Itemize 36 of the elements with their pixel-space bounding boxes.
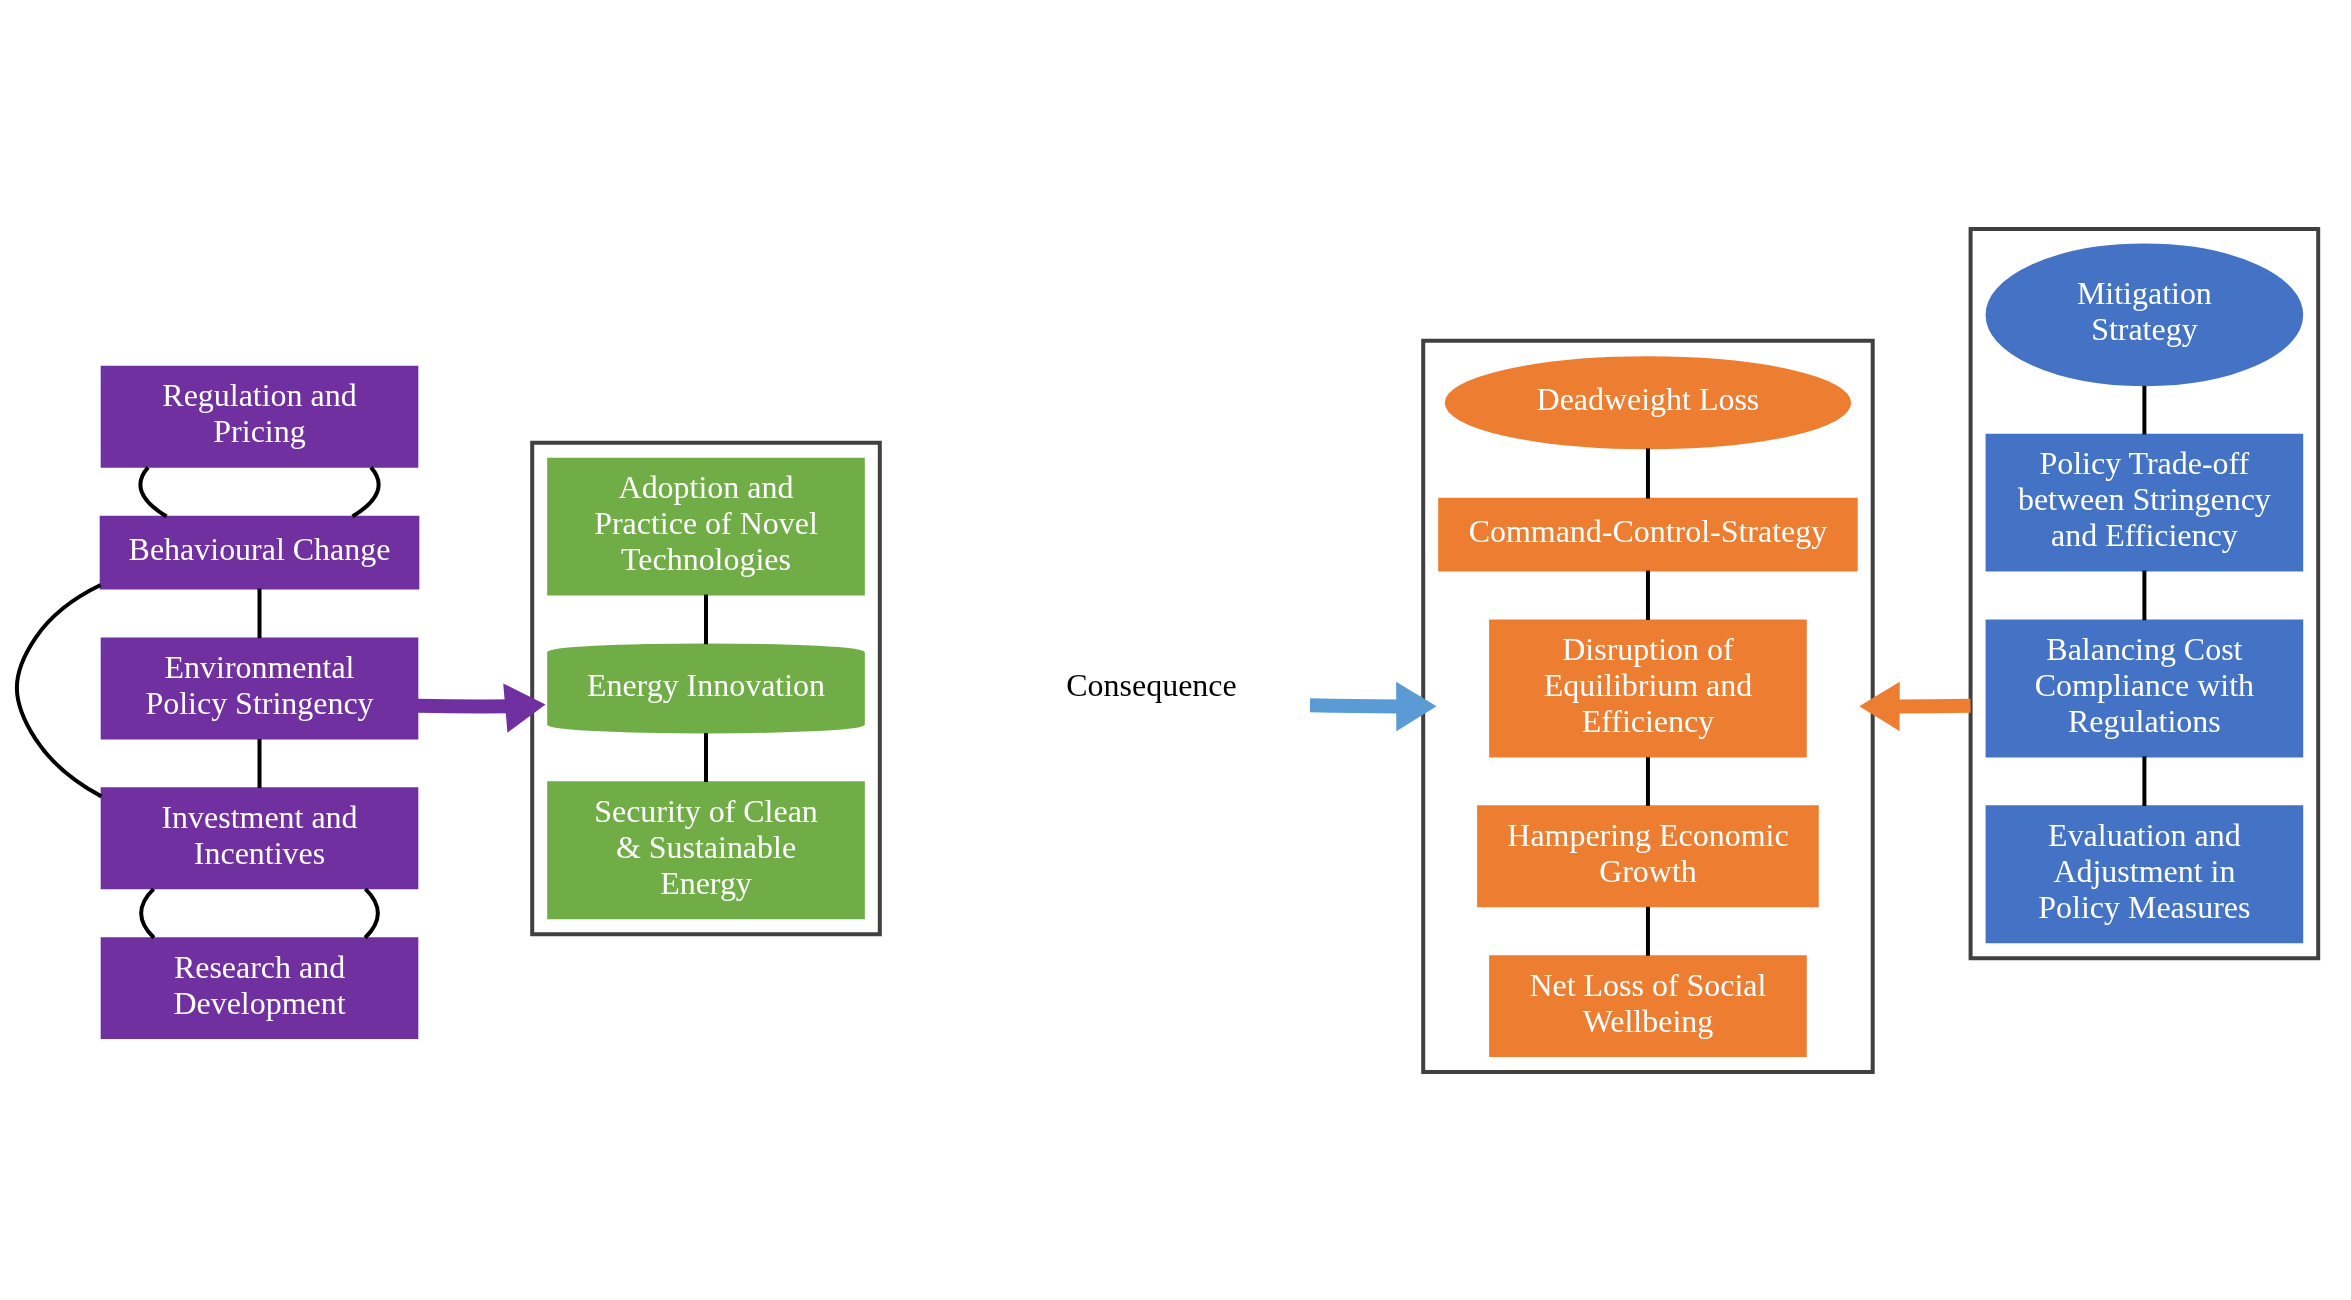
node-box: Policy Trade-off between Stringency and Efficiency bbox=[1985, 433, 2304, 572]
node-text: Consequence bbox=[1066, 667, 1237, 703]
connector bbox=[704, 594, 708, 644]
node-box: Environmental Policy Stringency bbox=[100, 637, 419, 739]
arrow bbox=[1309, 681, 1437, 731]
cluster bbox=[1421, 338, 1875, 1074]
connector bbox=[257, 588, 262, 638]
node-ellipse: Deadweight Loss bbox=[1444, 355, 1852, 449]
node-ellipse: Mitigation Strategy bbox=[1985, 243, 2304, 386]
connector bbox=[139, 886, 156, 939]
cluster bbox=[530, 440, 882, 936]
node-box: Disruption of Equilibrium and Efficiency bbox=[1489, 619, 1807, 757]
connector bbox=[363, 886, 380, 939]
node-box: Command-Control-Strategy bbox=[1438, 497, 1858, 572]
connector bbox=[704, 732, 708, 782]
node-box: Adoption and Practice of Novel Technologies bbox=[547, 457, 865, 596]
connector bbox=[2142, 755, 2147, 806]
connector bbox=[257, 738, 262, 788]
connector bbox=[1645, 906, 1650, 956]
node-box: Investment and Incentives bbox=[100, 786, 419, 889]
node-box: Evaluation and Adjustment in Policy Measures bbox=[1985, 804, 2304, 943]
node-box: Research and Development bbox=[100, 936, 419, 1039]
node-box: Regulation and Pricing bbox=[100, 365, 419, 468]
node-box: Net Loss of Social Wellbeing bbox=[1489, 954, 1807, 1057]
node-box: Hampering Economic Growth bbox=[1477, 804, 1819, 907]
connector bbox=[2142, 385, 2147, 434]
cluster bbox=[1968, 226, 2321, 960]
node-box: Balancing Cost Compliance with Regulations bbox=[1985, 619, 2304, 757]
connector bbox=[1645, 570, 1650, 620]
arrow bbox=[1859, 681, 1971, 731]
node-box: Security of Clean & Sustainable Energy bbox=[547, 780, 865, 919]
connector bbox=[1645, 756, 1650, 806]
node-box: Behavioural Change bbox=[99, 515, 420, 590]
connector bbox=[14, 582, 103, 798]
connector bbox=[1645, 447, 1650, 499]
connector bbox=[2142, 570, 2147, 620]
